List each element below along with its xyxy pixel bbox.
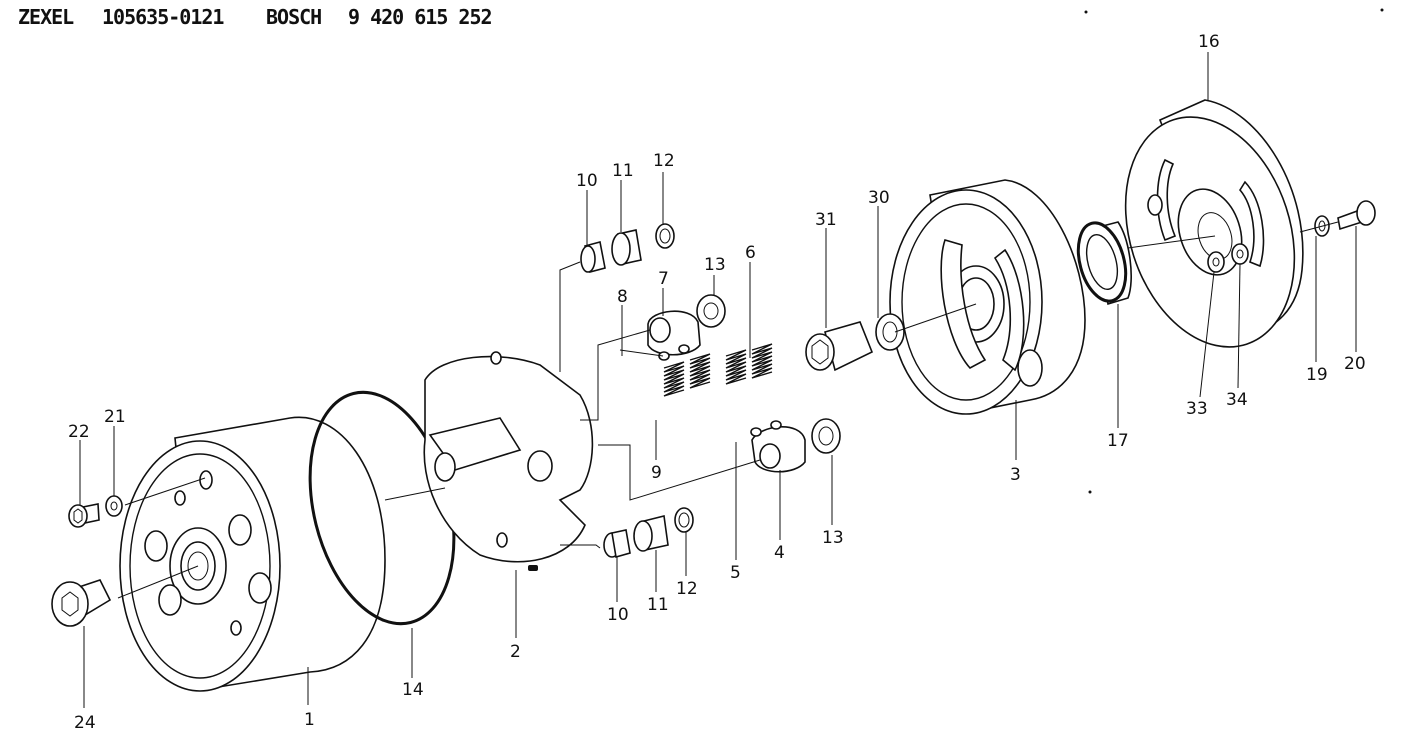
part-30-washer [875, 313, 905, 351]
callout-31: 31 [815, 210, 837, 230]
callout-13-bottom: 13 [822, 528, 844, 548]
callout-12-bottom: 12 [676, 579, 698, 599]
callout-24: 24 [74, 713, 96, 733]
callout-8: 8 [617, 287, 628, 307]
callout-16: 16 [1198, 32, 1220, 52]
callout-3: 3 [1010, 465, 1021, 485]
callout-10-bottom: 10 [607, 605, 629, 625]
callout-22: 22 [68, 422, 90, 442]
parts-10-11-12-top [580, 223, 675, 273]
part-24-plug [51, 579, 112, 627]
part-34-washer [1231, 243, 1249, 265]
part-8-shims [658, 344, 782, 437]
callout-1: 1 [304, 710, 315, 730]
part-33-washer [1207, 251, 1225, 273]
part-4-flyweight [751, 418, 841, 473]
callout-33: 33 [1186, 399, 1208, 419]
header-part-number-zexel: 105635-0121 [102, 5, 224, 29]
callout-21: 21 [104, 407, 126, 427]
part-9-springs [663, 353, 711, 397]
leader-lines [79, 52, 1357, 708]
callout-6: 6 [745, 243, 756, 263]
callout-17: 17 [1107, 431, 1129, 451]
part-3-timer-housing [889, 179, 1086, 415]
callout-19: 19 [1306, 365, 1328, 385]
callout-9: 9 [651, 463, 662, 483]
header-brand-zexel: ZEXEL [18, 5, 74, 29]
callout-4: 4 [774, 543, 785, 563]
part-2-carrier [423, 351, 594, 571]
callout-labels: 1 2 3 4 5 6 7 8 9 10 10 11 11 12 12 13 1… [68, 32, 1366, 733]
callout-20: 20 [1344, 354, 1366, 374]
callout-10-top: 10 [576, 171, 598, 191]
parts-10-11-12-bottom [603, 507, 694, 559]
header-brand-bosch: BOSCH [266, 5, 322, 29]
part-20-screw [1337, 200, 1376, 231]
part-21-washer [105, 495, 123, 517]
part-17-bearing [1076, 221, 1132, 306]
part-31-bolt [805, 321, 874, 372]
callout-34: 34 [1226, 390, 1248, 410]
callout-5: 5 [730, 563, 741, 583]
header-part-number-bosch: 9 420 615 252 [348, 5, 493, 29]
callout-13-top: 13 [704, 255, 726, 275]
callout-14: 14 [402, 680, 424, 700]
callout-2: 2 [510, 642, 521, 662]
part-22-screw [68, 503, 100, 528]
callout-11-bottom: 11 [647, 595, 669, 615]
callout-11-top: 11 [612, 161, 634, 181]
part-1-housing [119, 416, 386, 692]
callout-30: 30 [868, 188, 890, 208]
callout-7: 7 [658, 269, 669, 289]
part-16-cover-plate [1124, 99, 1304, 348]
assembly-lines [117, 221, 1339, 599]
callout-12-top: 12 [653, 151, 675, 171]
part-7-flyweight [647, 294, 726, 356]
part-6-springs [725, 343, 773, 385]
